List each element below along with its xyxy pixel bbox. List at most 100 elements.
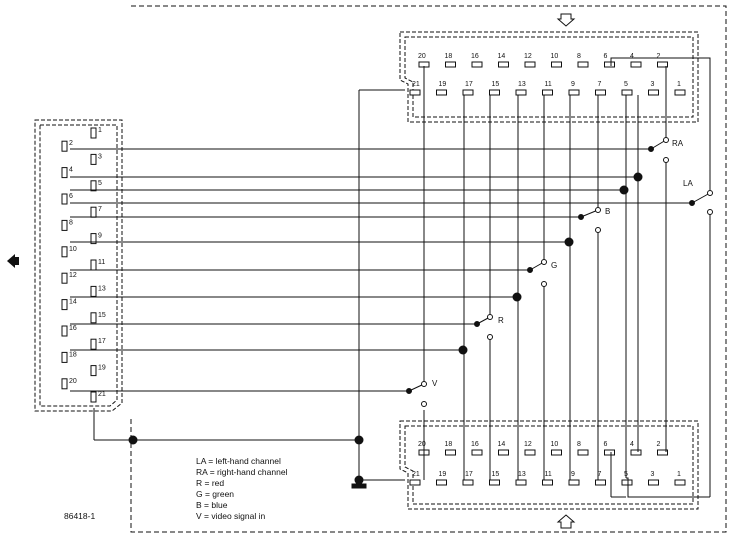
pin-slot [604, 449, 615, 456]
pin-label: 9 [571, 471, 575, 478]
pin-label: 16 [69, 325, 77, 332]
pin-label: 6 [604, 441, 608, 448]
pin-slot [630, 61, 642, 68]
pin-label: 4 [69, 167, 73, 174]
junction-dots [128, 172, 643, 485]
pin-slot [515, 89, 527, 96]
pin-label: 18 [445, 441, 453, 448]
pin-slot [409, 89, 421, 96]
pin-label: 10 [551, 53, 559, 60]
enclosure-outline [130, 5, 727, 533]
pin-label: 9 [98, 233, 102, 240]
pin-slot [657, 449, 668, 456]
figure-id: 86418-1 [64, 511, 95, 521]
pin-label: 1 [677, 471, 681, 478]
pin-slot [61, 140, 68, 152]
pin-label: 4 [630, 53, 634, 60]
pin-label: 20 [69, 378, 77, 385]
pin-slot [648, 479, 659, 486]
pin-slot [61, 378, 68, 390]
pin-slot [577, 61, 589, 68]
pin-slot [90, 153, 97, 165]
pin-slot [462, 89, 474, 96]
pin-label: 18 [445, 53, 453, 60]
switches [406, 137, 713, 407]
pin-slot [90, 180, 97, 192]
pin-slot [568, 479, 580, 486]
pin-slot [445, 449, 456, 456]
pin-slot [648, 89, 659, 96]
pin-slot [498, 61, 509, 68]
pin-label: 11 [545, 471, 552, 478]
pin-label: 7 [598, 81, 602, 88]
label-green: G [551, 261, 557, 270]
pin-label: 18 [69, 351, 77, 358]
pin-slot [621, 89, 633, 96]
pin-label: 15 [492, 81, 500, 88]
pin-label: 15 [98, 312, 106, 319]
pin-label: 3 [651, 471, 655, 478]
pin-slot [595, 479, 606, 486]
pin-slot [630, 449, 642, 456]
pin-label: 10 [551, 441, 559, 448]
pin-slot [551, 449, 562, 456]
pin-label: 14 [498, 53, 506, 60]
pin-label: 2 [69, 140, 73, 147]
pin-label: 21 [412, 471, 420, 478]
pin-label: 7 [98, 206, 102, 213]
pin-label: 3 [98, 153, 102, 160]
pin-label: 17 [465, 81, 473, 88]
pin-slot [542, 89, 553, 96]
pin-label: 12 [524, 53, 532, 60]
pin-slot [498, 449, 509, 456]
pin-slot [90, 391, 97, 403]
pin-label: 11 [545, 81, 552, 88]
pin-label: 19 [439, 81, 447, 88]
pin-label: 14 [498, 441, 506, 448]
pin-slot [489, 89, 500, 96]
label-video: V [432, 379, 438, 388]
legend-line: RA = right-hand channel [196, 467, 288, 477]
pin-label: 21 [412, 81, 420, 88]
pin-slot [90, 365, 97, 377]
label-red: R [498, 316, 504, 325]
pin-slot [436, 479, 447, 486]
pin-slot [61, 272, 68, 284]
pin-slot [90, 233, 97, 245]
pin-slot [90, 312, 97, 324]
pin-slot [436, 89, 447, 96]
pin-slot [577, 449, 589, 456]
legend-line: G = green [196, 489, 234, 499]
pin-label: 8 [577, 441, 581, 448]
pin-slot [524, 449, 536, 456]
pin-label: 20 [418, 441, 426, 448]
pin-label: 12 [524, 441, 532, 448]
legend: LA = left-hand channel RA = right-hand c… [196, 456, 288, 521]
pin-slot [90, 259, 97, 271]
pin-label: 21 [98, 391, 106, 398]
pin-slot [595, 89, 606, 96]
pin-slot [61, 325, 68, 337]
pin-label: 13 [518, 471, 526, 478]
pin-label: 9 [571, 81, 575, 88]
pin-label: 19 [439, 471, 447, 478]
pin-slot [61, 299, 68, 311]
left-connector-arrow-icon [7, 254, 15, 268]
pin-slot [568, 89, 580, 96]
pin-slot [61, 351, 68, 363]
pin-label: 3 [651, 81, 655, 88]
pin-label: 16 [471, 441, 479, 448]
pin-slot [61, 246, 68, 258]
pin-slot [657, 61, 668, 68]
pin-slot [471, 61, 483, 68]
pin-slot [515, 479, 527, 486]
pin-slot [90, 338, 97, 350]
legend-line: B = blue [196, 500, 228, 510]
pin-label: 5 [624, 81, 628, 88]
pin-slot [524, 61, 536, 68]
pin-slot [674, 89, 686, 96]
